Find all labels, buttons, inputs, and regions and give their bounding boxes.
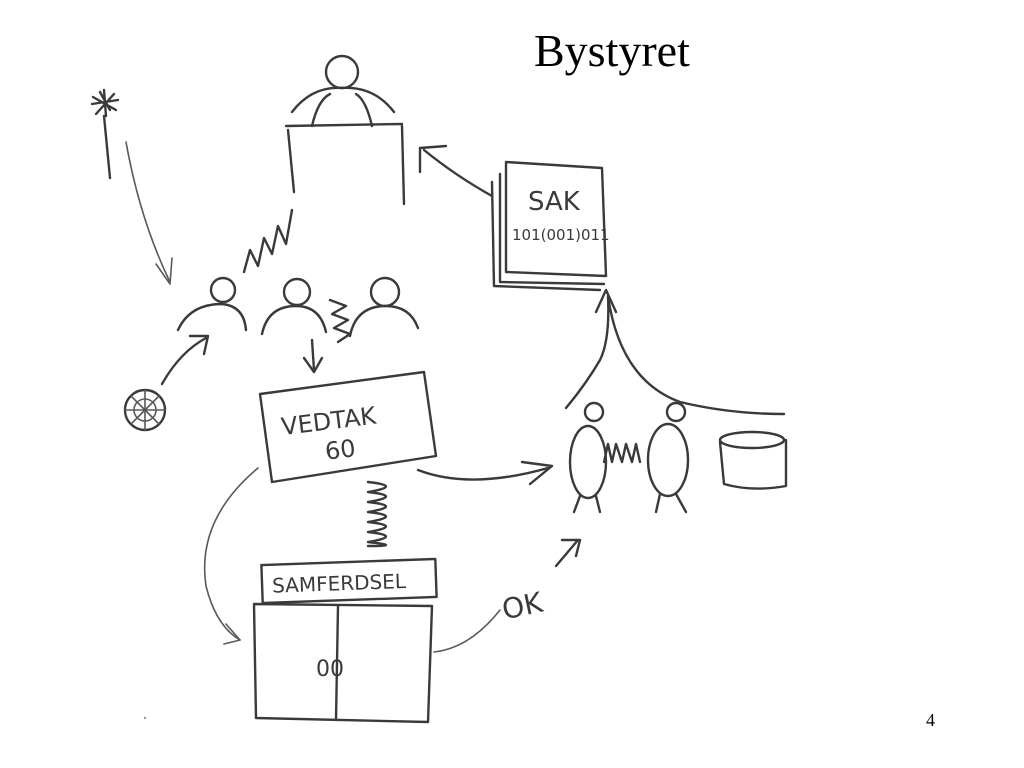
cabinet: 00 — [252, 602, 434, 724]
document-title: SAK — [528, 187, 581, 217]
department-sign: SAMFERDSEL — [260, 557, 438, 605]
speck — [143, 716, 147, 720]
person-right — [348, 276, 420, 338]
bin-icon — [718, 430, 788, 490]
page-number: 4 — [926, 710, 935, 730]
approval-text: OK — [499, 586, 546, 627]
slide-title: Bystyret — [534, 25, 690, 76]
document-code: 101(001)011 — [512, 226, 610, 244]
podium-figure — [284, 54, 406, 206]
arrow-persons-to-decision — [302, 338, 324, 374]
cabinet-label: 00 — [316, 657, 344, 682]
zigzag-podium — [242, 208, 294, 274]
decision-line2: 60 — [323, 434, 357, 466]
document-stack: SAK 101(001)011 — [490, 160, 610, 292]
person-middle — [260, 277, 328, 336]
approval-note: OK — [433, 538, 582, 653]
arrow-document-to-podium — [418, 144, 494, 198]
arrow-decision-to-pair — [416, 460, 554, 486]
department-sign-text: SAMFERDSEL — [272, 569, 408, 598]
person-pair — [568, 401, 690, 514]
arrow-pair-to-document — [564, 288, 786, 416]
spring — [366, 480, 388, 548]
zigzag-persons — [328, 298, 352, 344]
decision-line1: VEDTAK — [280, 401, 379, 441]
decision-box: VEDTAK 60 — [258, 370, 438, 484]
spark-icon — [90, 88, 120, 180]
arrow-decision-to-cabinet — [203, 467, 259, 645]
person-left — [176, 276, 248, 332]
arrow-spark-to-persons — [125, 141, 173, 285]
web-icon — [123, 334, 210, 432]
